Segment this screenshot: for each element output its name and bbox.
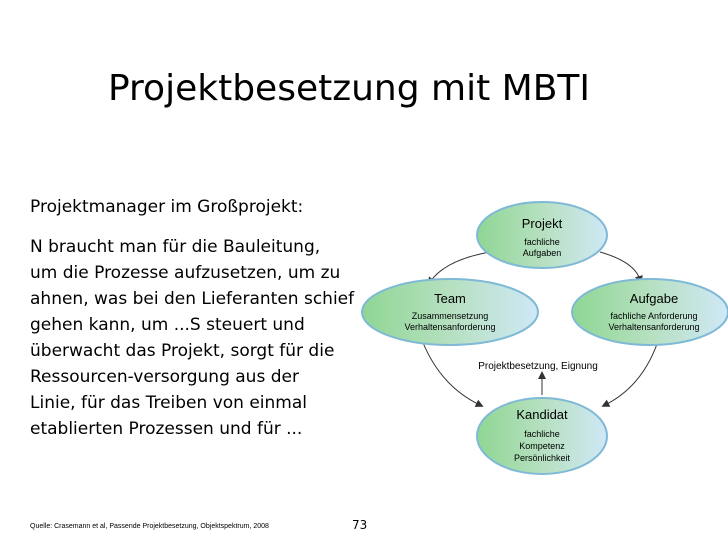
arc-projekt-aufgabe xyxy=(599,251,643,284)
node-team: Team Zusammensetzung Verhaltensanforderu… xyxy=(361,278,539,346)
mbti-diagram: Projekt fachliche Aufgaben Team Zusammen… xyxy=(361,201,728,475)
body-line: Ressourcen-versorgung aus der xyxy=(30,367,299,387)
body-line: gehen kann, um ...S steuert und xyxy=(30,315,305,335)
body-line: N braucht man für die Bauleitung, xyxy=(30,237,321,257)
node-kandidat-title: Kandidat xyxy=(516,407,568,422)
slide-subheading: Projektmanager im Großprojekt: xyxy=(30,197,304,217)
body-line: überwacht das Projekt, sorgt für die xyxy=(30,341,335,361)
node-projekt-line1: fachliche xyxy=(524,237,560,247)
node-kandidat-line1: fachliche xyxy=(524,429,560,439)
node-team-line1: Zusammensetzung xyxy=(412,311,489,321)
body-line: Linie, für das Treiben von einmal xyxy=(30,393,307,413)
source-footer: Quelle: Crasemann et al, Passende Projek… xyxy=(30,523,269,530)
node-projekt-line2: Aufgaben xyxy=(523,248,562,258)
node-team-line2: Verhaltensanforderung xyxy=(404,322,495,332)
node-aufgabe: Aufgabe fachliche Anforderung Verhaltens… xyxy=(571,278,728,346)
page-number: 73 xyxy=(352,518,368,532)
node-projekt-title: Projekt xyxy=(522,216,563,231)
slide-title: Projektbesetzung mit MBTI xyxy=(107,68,591,109)
arc-projekt-team xyxy=(427,251,491,286)
node-projekt: Projekt fachliche Aufgaben xyxy=(476,201,608,269)
node-team-title: Team xyxy=(434,291,466,306)
body-paragraph: N braucht man für die Bauleitung, um die… xyxy=(30,234,380,442)
body-line: etablierten Prozessen und für ... xyxy=(30,419,303,439)
body-line: ahnen, was bei den Lieferanten schief xyxy=(30,289,355,309)
node-aufgabe-title: Aufgabe xyxy=(630,291,678,306)
node-aufgabe-line2: Verhaltensanforderung xyxy=(608,322,699,332)
node-aufgabe-line1: fachliche Anforderung xyxy=(610,311,697,321)
node-kandidat-line3: Persönlichkeit xyxy=(514,453,571,463)
arc-team-kandidat xyxy=(419,334,484,407)
body-line: um die Prozesse aufzusetzen, um zu xyxy=(30,263,341,283)
node-kandidat: Kandidat fachliche Kompetenz Persönlichk… xyxy=(476,397,608,475)
node-kandidat-line2: Kompetenz xyxy=(519,441,565,451)
edge-label: Projektbesetzung, Eignung xyxy=(478,361,598,372)
